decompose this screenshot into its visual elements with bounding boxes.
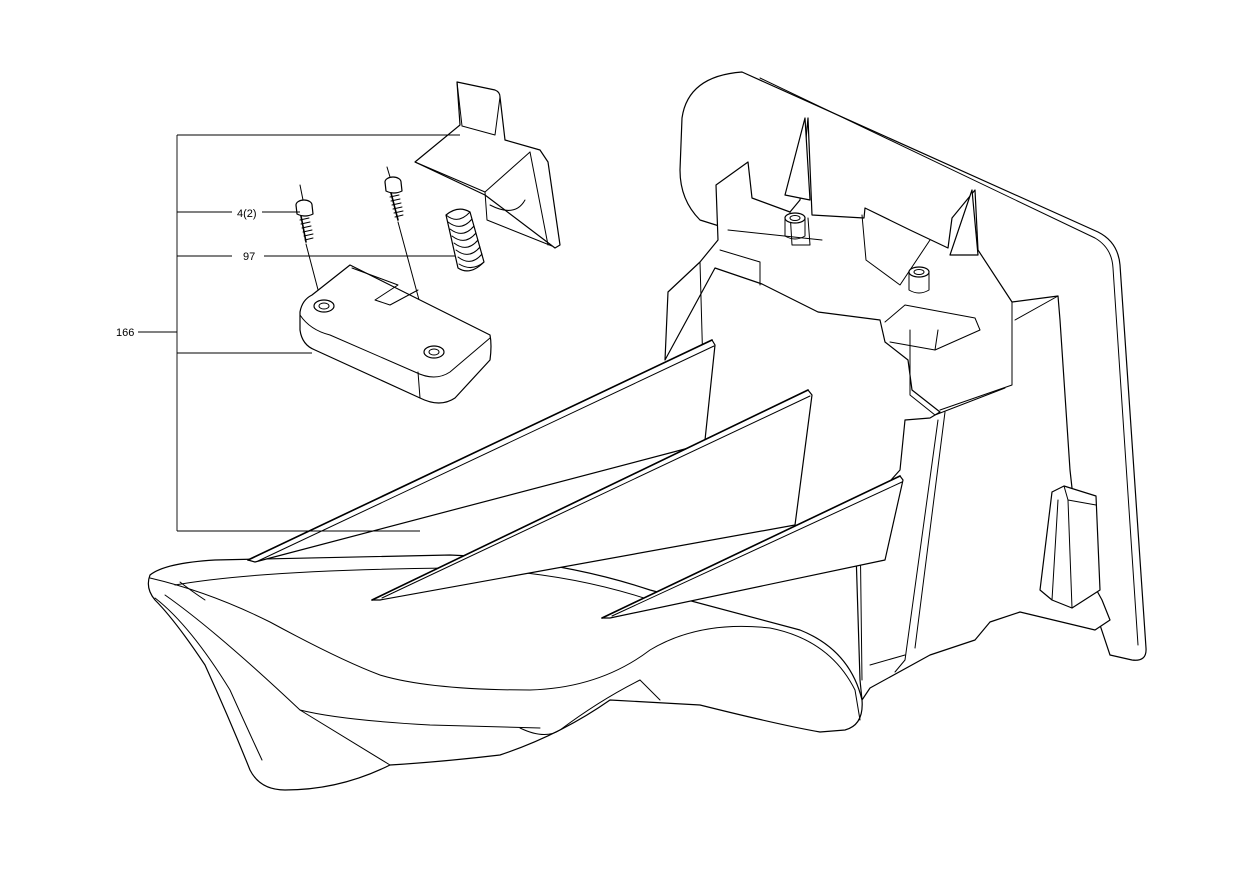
callout-label-screw: 4(2) (237, 208, 257, 220)
screw-right (384, 166, 433, 349)
callout-label-spring: 97 (243, 251, 255, 263)
front-scoop (147, 339, 904, 791)
switch-block (299, 264, 492, 404)
spring (445, 208, 485, 272)
screw-left (295, 184, 323, 306)
bracket-part (414, 81, 561, 249)
main-housing (664, 71, 1147, 701)
callout-label-assembly: 166 (116, 327, 134, 339)
callout-leaders (138, 134, 460, 532)
